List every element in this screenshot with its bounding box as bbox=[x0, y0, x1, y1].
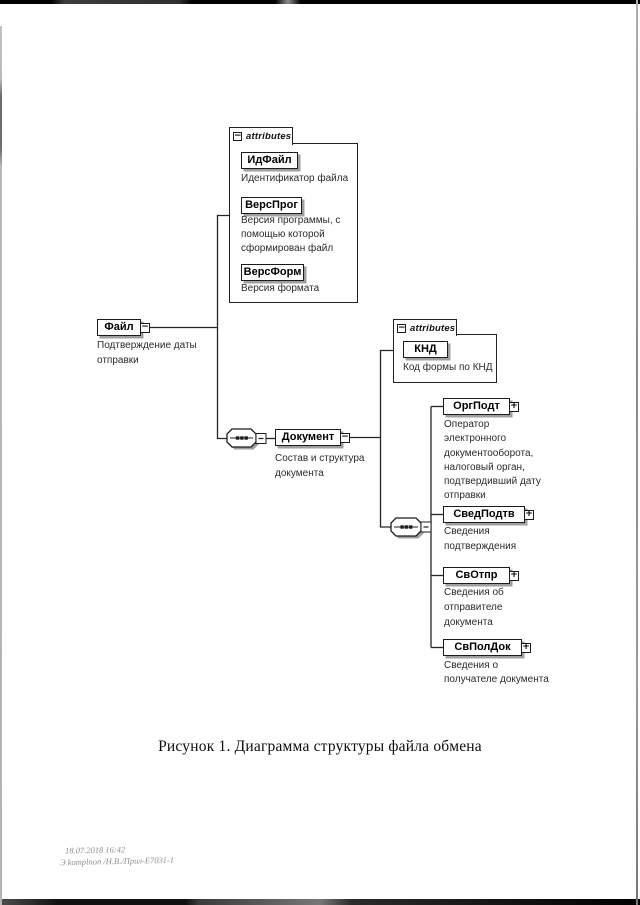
collapse-icon: − bbox=[140, 321, 150, 333]
figure-caption: Рисунок 1. Диаграмма структуры файла обм… bbox=[158, 738, 482, 755]
wire-attr2-sequence2 bbox=[379, 349, 393, 528]
node-label: ВерсФорм bbox=[243, 266, 302, 278]
element-node-file: Файл − bbox=[97, 319, 150, 336]
attribute-node-knd: КНД bbox=[403, 341, 448, 358]
sequence-icon bbox=[390, 517, 432, 539]
node-label: СвОтпр bbox=[455, 569, 498, 581]
element-annotation: Сведения о получателе документа bbox=[444, 660, 549, 685]
attribute-node-versform: ВерсФорм bbox=[241, 264, 304, 281]
element-node-document: Документ − bbox=[275, 429, 350, 446]
print-stamp-datetime: 18.07.2018 16:42 bbox=[64, 844, 126, 856]
scan-edge-right bbox=[636, 0, 638, 905]
node-label: СвПолДок bbox=[454, 641, 511, 653]
attributes-tab-file: − attributes bbox=[229, 127, 293, 145]
wire-attr1-sequence bbox=[216, 214, 230, 440]
element-node-orgpodt: ОргПодт + bbox=[443, 398, 519, 415]
expand-icon: + bbox=[509, 569, 519, 581]
collapse-icon: − bbox=[397, 322, 406, 333]
element-node-svedpodtv: СведПодтв + bbox=[443, 506, 534, 523]
element-annotation: Состав и структура документа bbox=[275, 453, 365, 479]
node-label: Файл bbox=[104, 321, 134, 333]
node-label: КНД bbox=[414, 343, 437, 355]
node-label: ИдФайл bbox=[247, 154, 292, 166]
expand-icon: + bbox=[521, 641, 531, 653]
scan-edge-top bbox=[0, 0, 640, 4]
element-annotation: Сведения об отправителе документа bbox=[444, 587, 504, 628]
expand-icon: + bbox=[524, 508, 534, 520]
node-label: ВерсПрог bbox=[245, 199, 298, 211]
attribute-node-idfail: ИдФайл bbox=[241, 152, 298, 169]
node-label: Документ bbox=[281, 431, 335, 443]
collapse-icon: − bbox=[340, 431, 350, 443]
element-annotation: Оператор электронного документооборота, … bbox=[444, 419, 541, 502]
attributes-label: attributes bbox=[410, 322, 456, 334]
attributes-label: attributes bbox=[246, 131, 292, 142]
attributes-tab-document: − attributes bbox=[393, 319, 457, 336]
collapse-icon: − bbox=[233, 131, 242, 141]
attribute-annotation: Версия формата bbox=[241, 283, 320, 294]
expand-icon: + bbox=[509, 400, 519, 412]
attribute-annotation: Идентификатор файла bbox=[241, 173, 349, 184]
element-node-svpoldok: СвПолДок + bbox=[443, 639, 531, 656]
attribute-node-versprog: ВерсПрог bbox=[241, 197, 302, 214]
scan-edge-bottom bbox=[0, 899, 640, 905]
element-node-svotpr: СвОтпр + bbox=[443, 567, 519, 584]
scan-edge-left bbox=[0, 26, 2, 905]
attribute-annotation: Код формы по КНД bbox=[403, 362, 493, 373]
sequence-icon bbox=[226, 428, 267, 450]
attribute-annotation: Версия программы, с помощью которой сфор… bbox=[241, 215, 341, 254]
element-annotation: Сведения подтверждения bbox=[444, 526, 517, 552]
element-annotation: Подтверждение даты отправки bbox=[97, 340, 197, 366]
node-label: ОргПодт bbox=[453, 400, 500, 412]
node-label: СведПодтв bbox=[453, 508, 515, 520]
